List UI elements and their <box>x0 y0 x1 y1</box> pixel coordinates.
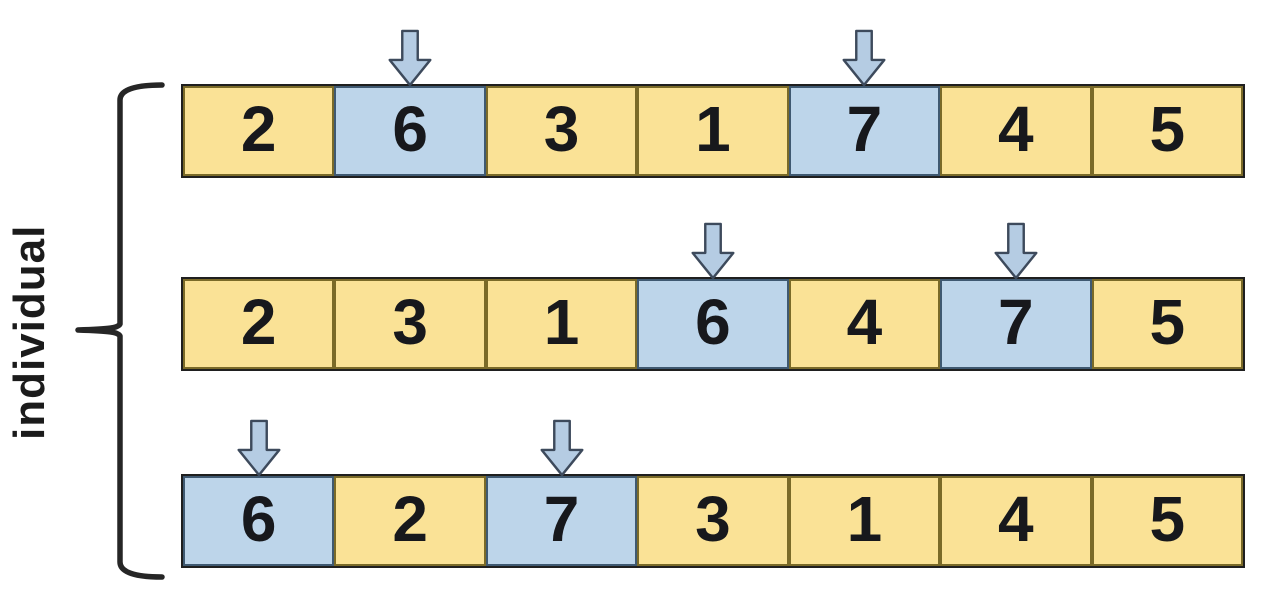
down-arrow-icon <box>388 29 432 87</box>
individual-label: individual <box>5 224 54 441</box>
gene-cell-highlighted: 7 <box>940 279 1092 369</box>
gene-cell: 5 <box>1091 279 1243 369</box>
gene-cell: 2 <box>334 476 486 566</box>
gene-cell: 1 <box>485 279 638 369</box>
gene-cell-highlighted: 6 <box>637 279 789 369</box>
curly-brace-path <box>75 82 165 580</box>
gene-cell: 5 <box>1091 86 1243 176</box>
down-arrow-icon <box>691 222 735 280</box>
gene-cell: 5 <box>1091 476 1243 566</box>
down-arrow-icon <box>540 419 584 477</box>
gene-cell-highlighted: 7 <box>788 86 941 176</box>
gene-cell: 1 <box>637 86 789 176</box>
down-arrow-icon <box>842 29 886 87</box>
gene-cell: 4 <box>940 476 1092 566</box>
gene-cell: 2 <box>183 279 335 369</box>
gene-cell-highlighted: 6 <box>183 476 335 566</box>
down-arrow-icon <box>994 222 1038 280</box>
curly-brace-icon <box>75 82 165 580</box>
gene-cell: 3 <box>485 86 638 176</box>
down-arrow-icon <box>237 419 281 477</box>
gene-cell: 3 <box>637 476 789 566</box>
gene-cell: 1 <box>788 476 941 566</box>
gene-cell-highlighted: 7 <box>485 476 638 566</box>
gene-cell: 4 <box>940 86 1092 176</box>
gene-cell: 3 <box>334 279 486 369</box>
gene-cell: 2 <box>183 86 335 176</box>
gene-cell-highlighted: 6 <box>334 86 486 176</box>
gene-cell: 4 <box>788 279 941 369</box>
